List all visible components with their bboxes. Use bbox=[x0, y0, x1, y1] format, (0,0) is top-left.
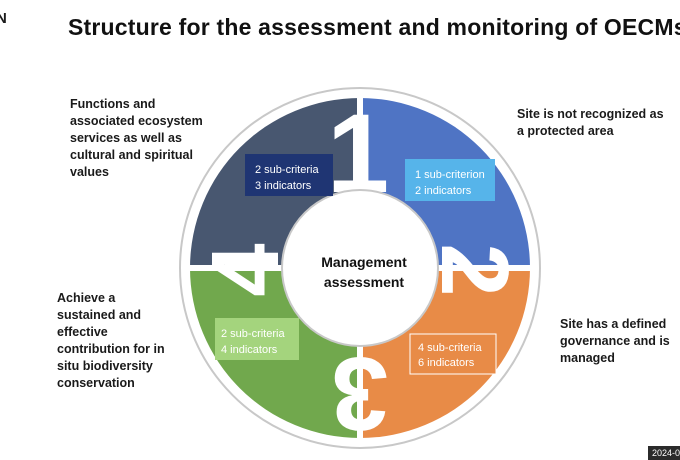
info-box-segment-3 bbox=[215, 318, 299, 360]
info-box-segment-4 bbox=[245, 154, 333, 196]
outer-ring bbox=[179, 87, 541, 449]
center-line-1: Management bbox=[321, 254, 407, 270]
box-1-line-2: 2 indicators bbox=[415, 185, 472, 197]
center-line-2: assessment bbox=[324, 274, 405, 290]
slide-title: Structure for the assessment and monitor… bbox=[68, 14, 680, 40]
corner-letter: N bbox=[0, 10, 7, 27]
label-segment-4: Functions and associated ecosystem servi… bbox=[70, 97, 203, 179]
number-3: 3 bbox=[331, 335, 389, 451]
box-4-line-1: 2 sub-criteria bbox=[255, 164, 319, 176]
box-1-line-1: 1 sub-criterion bbox=[415, 169, 485, 181]
box-2-line-1: 4 sub-criteria bbox=[418, 342, 482, 354]
info-box-segment-1 bbox=[405, 159, 495, 201]
center-circle bbox=[281, 189, 439, 347]
box-3-line-2: 4 indicators bbox=[221, 344, 278, 356]
date-badge: 2024-0 bbox=[648, 446, 680, 460]
label-segment-3: Achieve a sustained and effective contri… bbox=[57, 291, 165, 390]
info-box-segment-2 bbox=[409, 333, 497, 375]
box-4-line-2: 3 indicators bbox=[255, 180, 312, 192]
box-3-line-1: 2 sub-criteria bbox=[221, 328, 285, 340]
label-segment-1: Site is not recognized as a protected ar… bbox=[517, 107, 664, 138]
box-2-line-2: 6 indicators bbox=[418, 357, 475, 369]
label-segment-2: Site has a defined governance and is man… bbox=[560, 317, 670, 365]
